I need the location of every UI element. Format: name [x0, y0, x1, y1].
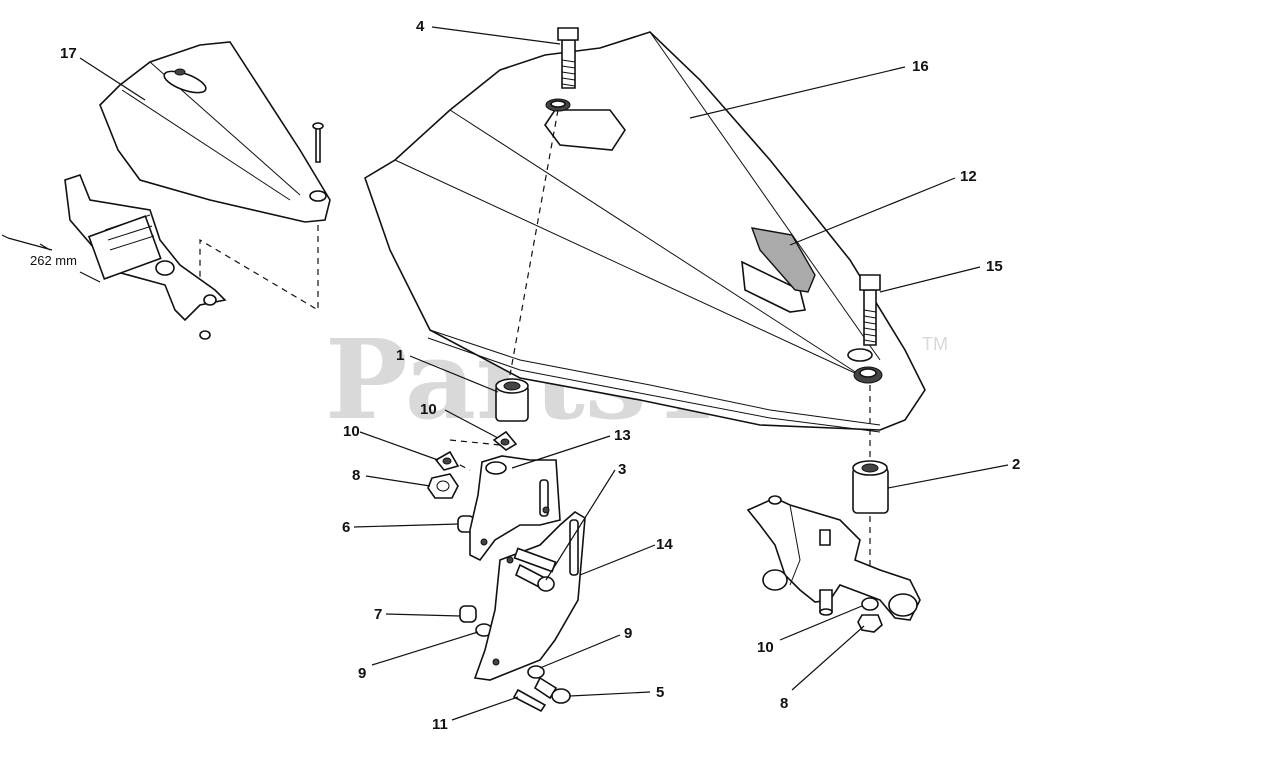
bolt-part-5 [533, 676, 571, 704]
callout-11: 11 [432, 716, 448, 733]
callout-14: 14 [656, 536, 673, 553]
callout-3: 3 [618, 461, 626, 478]
callout-17: 17 [60, 45, 77, 62]
washer-part-10c [861, 597, 879, 611]
nut-part-7 [459, 605, 477, 623]
inset-hood-assembly [99, 41, 331, 312]
steering-assembly [746, 495, 921, 621]
callout-10-a: 10 [420, 401, 437, 418]
callout-1: 1 [396, 347, 404, 364]
callout-9-a: 9 [358, 665, 366, 682]
callout-15: 15 [986, 258, 1003, 275]
washer-part-10a [492, 430, 518, 451]
callout-4: 4 [416, 18, 425, 35]
callout-7: 7 [374, 606, 382, 623]
bushing-part-1 [495, 378, 529, 422]
callout-8-b: 8 [780, 695, 788, 712]
callout-8-a: 8 [352, 467, 360, 484]
callout-5: 5 [656, 684, 664, 701]
bracket-part-14 [473, 511, 586, 681]
callout-16: 16 [912, 58, 929, 75]
callout-9-b: 9 [624, 625, 632, 642]
hood-part-16 [364, 31, 926, 433]
bolt-part-4 [557, 27, 579, 89]
bushing-part-2 [852, 460, 889, 514]
dimension-262mm: 262 mm [1, 234, 101, 283]
leader-lines [79, 26, 1009, 721]
washer-part-9b [527, 665, 545, 679]
bolt-part-15 [859, 274, 881, 346]
pin-part-11 [512, 688, 547, 713]
alignment-line-left [509, 109, 559, 376]
callout-2: 2 [1012, 456, 1020, 473]
nut-part-8a [427, 473, 459, 499]
callout-12: 12 [960, 168, 977, 185]
inset-steering-bracket [64, 174, 227, 340]
bolt-part-3 [514, 563, 555, 592]
callout-10-b: 10 [343, 423, 360, 440]
callout-13: 13 [614, 427, 631, 444]
bracket-part-13 [469, 455, 561, 562]
dimension-label: 262 mm [30, 253, 77, 268]
nut-part-8b [857, 614, 883, 633]
washer-part-10b [434, 450, 460, 471]
watermark-trademark: TM [922, 334, 948, 354]
callout-6: 6 [342, 519, 350, 536]
callout-10-c: 10 [757, 639, 774, 656]
